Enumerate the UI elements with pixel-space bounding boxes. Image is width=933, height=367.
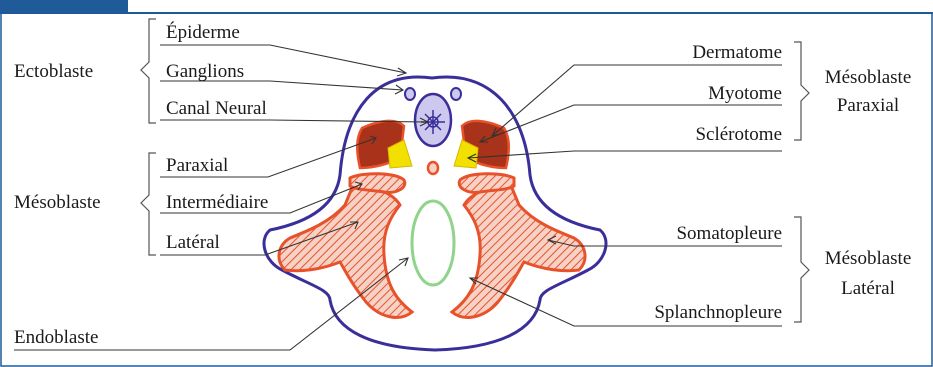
label-ectoblaste: Ectoblaste xyxy=(14,61,93,82)
intermediate-mesoblast-right xyxy=(459,174,514,193)
label-dermatome: Dermatome xyxy=(692,42,782,63)
label-somatopleure: Somatopleure xyxy=(676,223,782,244)
label-myotome: Myotome xyxy=(708,83,782,104)
label-mesoblaste-paraxial-2: Paraxial xyxy=(837,95,899,116)
label-paraxial: Paraxial xyxy=(166,155,228,176)
label-mesoblaste-paraxial-1: Mésoblaste xyxy=(825,67,912,88)
label-epiderme: Épiderme xyxy=(166,21,240,43)
ganglion-left xyxy=(405,88,415,100)
label-intermediaire: Intermédiaire xyxy=(166,192,268,213)
label-canal-neural: Canal Neural xyxy=(166,98,267,119)
label-ganglions: Ganglions xyxy=(166,61,244,82)
label-endoblaste: Endoblaste xyxy=(14,327,98,348)
mesoblaste-lateral-bracket xyxy=(794,217,809,322)
label-mesoblaste-lateral-1: Mésoblaste xyxy=(825,248,912,269)
label-splanchnopleure: Splanchnopleure xyxy=(654,302,782,323)
label-sclerotome: Sclérotome xyxy=(695,124,782,145)
label-mesoblaste-lateral-2: Latéral xyxy=(841,278,895,299)
embryo-section xyxy=(264,77,606,350)
leader-ganglions xyxy=(160,81,403,90)
notochord xyxy=(428,162,438,174)
ganglion-right xyxy=(451,88,461,100)
label-lateral: Latéral xyxy=(166,232,220,253)
ectoblaste-bracket xyxy=(141,19,156,123)
mesoblaste-bracket xyxy=(141,153,156,255)
endoderm xyxy=(412,201,454,285)
label-mesoblaste: Mésoblaste xyxy=(14,192,101,213)
mesoblaste-paraxial-bracket xyxy=(794,42,809,140)
